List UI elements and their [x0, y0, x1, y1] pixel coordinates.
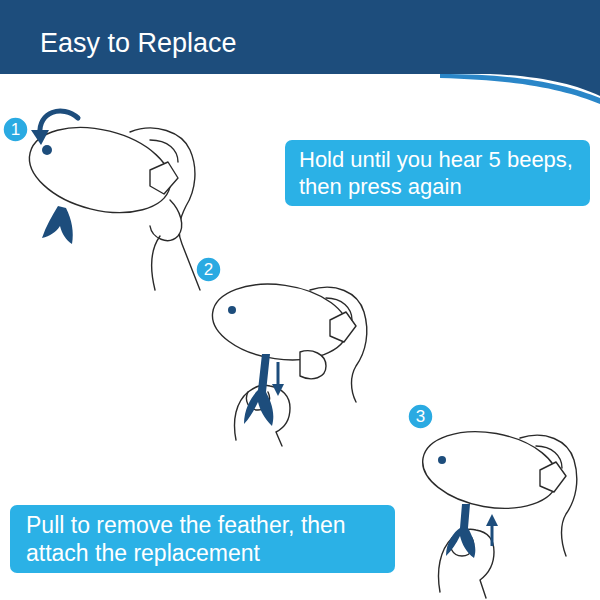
feather — [42, 206, 73, 244]
instruction-callout: Pull to remove the feather, then attach … — [10, 505, 395, 573]
attach-arrowhead — [486, 514, 498, 526]
attach-arrow — [491, 524, 494, 546]
pull-arrow — [277, 362, 280, 386]
feather — [244, 354, 273, 426]
step-number-circle: 3 — [407, 403, 434, 430]
device-step-3 — [417, 422, 577, 598]
callout-number: 3 — [416, 407, 425, 426]
button-dot — [228, 306, 236, 314]
feather — [446, 504, 475, 558]
button-dot — [438, 456, 446, 464]
instruction-text: Hold until you hear 5 beeps, then press … — [299, 146, 576, 200]
pull-arrowhead — [272, 384, 284, 396]
text-holder: 3 — [416, 408, 425, 426]
banner-stripe — [440, 74, 600, 104]
text-holder: Hold until you hear 5 beeps, then press … — [299, 146, 576, 200]
step-number-circle: 1 — [2, 116, 29, 143]
text-holder: 1 — [11, 121, 20, 139]
instruction-callout: Hold until you hear 5 beeps, then press … — [285, 140, 590, 206]
callout-number: 1 — [11, 120, 20, 139]
step-number-circle: 2 — [195, 256, 222, 283]
press-arrowhead — [31, 130, 49, 145]
instruction-text: Pull to remove the feather, then attach … — [26, 511, 379, 567]
page-title: Easy to Replace — [40, 28, 237, 59]
callout-number: 2 — [204, 260, 213, 279]
device-step-2 — [208, 276, 367, 446]
button-dot — [42, 145, 52, 155]
device-step-1 — [20, 114, 200, 290]
text-holder: Pull to remove the feather, then attach … — [26, 511, 379, 567]
text-holder: 2 — [204, 261, 213, 279]
